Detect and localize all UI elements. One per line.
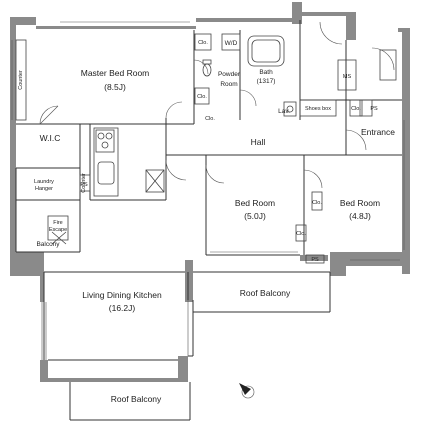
ps-entrance-label: PS xyxy=(370,106,378,112)
counter-master xyxy=(15,39,27,121)
powder-room-label-1: Powder xyxy=(218,71,241,78)
ldk-size: (16.2J) xyxy=(109,303,136,313)
ms-label: MS xyxy=(343,74,352,80)
fire-escape-label-1: Fire xyxy=(53,220,62,226)
windows xyxy=(11,21,405,360)
bath-label: Bath xyxy=(259,69,273,76)
bed-room-1-label: Bed Room xyxy=(235,198,275,208)
small-labels: Clo. Clo. Clo. Clo. Clo. Clo. Counter Co… xyxy=(18,40,378,263)
laundry-label-2: Hanger xyxy=(35,186,53,192)
clo-wd-label: Clo. xyxy=(198,40,208,46)
clo-master-label: Clo. xyxy=(197,94,207,100)
ms-box xyxy=(337,59,357,91)
master-bed-room-label: Master Bed Room xyxy=(81,68,150,78)
lav-label: Lav. xyxy=(278,108,290,115)
balcony-label: Balcony xyxy=(36,241,60,248)
interior-walls xyxy=(15,20,402,421)
master-bed-room-size: (8.5J) xyxy=(104,82,126,92)
kitchen-counter xyxy=(93,127,119,197)
wd-box xyxy=(221,33,241,51)
fixtures xyxy=(15,33,397,264)
exterior-walls xyxy=(10,2,410,382)
clo-bed2-label: Clo. xyxy=(351,106,361,112)
shoes-box-label: Shoes box xyxy=(305,106,331,112)
doors xyxy=(39,21,395,189)
counter-kitchen-label: Counter xyxy=(81,173,87,193)
north-arrow-icon xyxy=(239,383,255,399)
toilet xyxy=(202,63,212,77)
ps-bed-label: PS xyxy=(311,257,319,263)
washbasin xyxy=(283,101,297,117)
powder-room-label-2: Room xyxy=(220,81,237,88)
fridge-space xyxy=(145,169,165,193)
ldk-label: Living Dining Kitchen xyxy=(82,290,162,300)
fire-escape-label-2: Escape xyxy=(49,227,67,233)
ps-kitchen-label: PS xyxy=(80,182,88,188)
counter-master-label: Counter xyxy=(18,70,24,90)
wic-label: W.I.C xyxy=(40,133,61,143)
clo-hall-label: Clo. xyxy=(205,116,215,122)
laundry-label-1: Laundry xyxy=(34,179,54,185)
bathtub xyxy=(247,35,285,67)
bed-room-2-label: Bed Room xyxy=(340,198,380,208)
clo-bed1-bottom-label: Clo. xyxy=(296,231,306,237)
wd-label: W/D xyxy=(225,40,238,47)
stove xyxy=(95,129,115,153)
roof-balcony-1-label: Roof Balcony xyxy=(240,288,291,298)
room-labels: Master Bed Room (8.5J) W.I.C W/D Powder … xyxy=(36,40,395,404)
roof-balcony-2-label: Roof Balcony xyxy=(111,394,162,404)
clo-bed1-top-label: Clo. xyxy=(312,200,322,206)
entrance-label: Entrance xyxy=(361,127,395,137)
shoes-box xyxy=(299,99,337,117)
bed-room-2-size: (4.8J) xyxy=(349,211,371,221)
bath-size: (1317) xyxy=(257,78,276,85)
hall-label: Hall xyxy=(251,137,266,147)
sink xyxy=(97,161,115,185)
bed-room-1-size: (5.0J) xyxy=(244,211,266,221)
